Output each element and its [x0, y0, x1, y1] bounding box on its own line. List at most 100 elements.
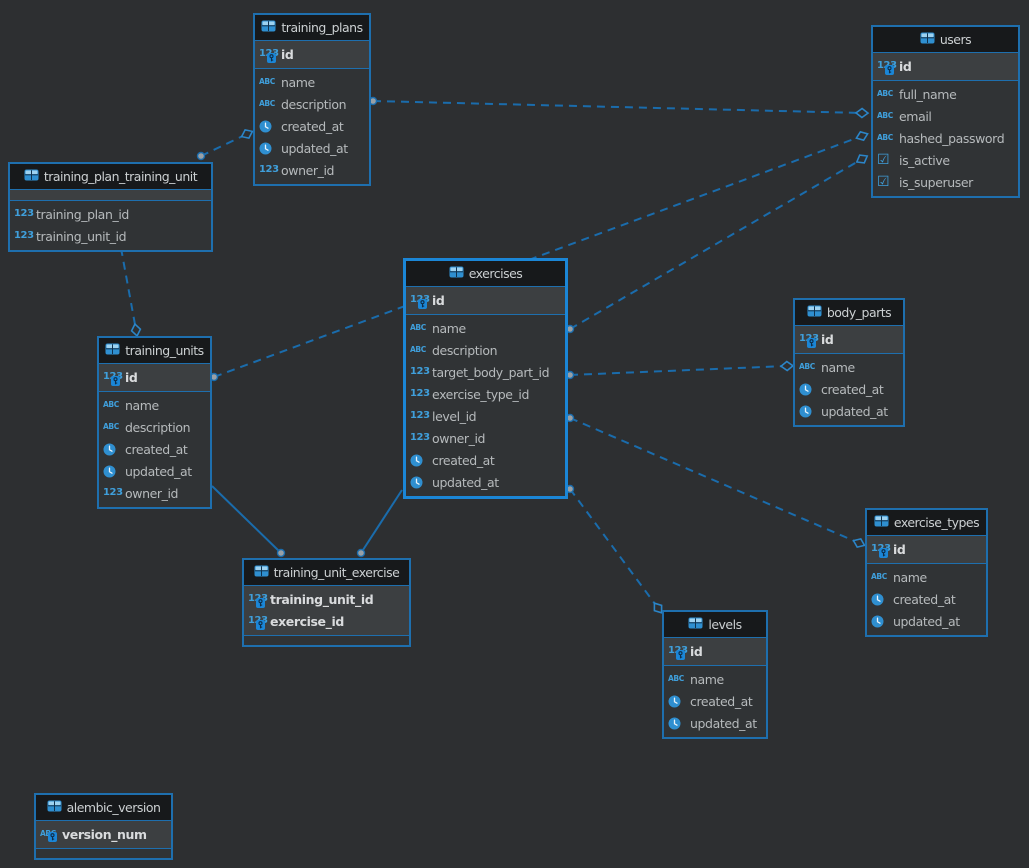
relation-training_plans-to-users[interactable]	[372, 100, 863, 114]
relation-exercises-to-exercise_types[interactable]	[569, 417, 860, 544]
column-id[interactable]: 123id	[867, 538, 986, 560]
column-created_at[interactable]: created_at	[867, 588, 986, 610]
table-training_unit_exercise[interactable]: training_unit_exercise123training_unit_i…	[242, 558, 411, 647]
primary-key-section: 123id	[664, 638, 766, 666]
table-header[interactable]: alembic_version	[36, 795, 171, 821]
column-name: is_active	[899, 152, 950, 168]
column-updated_at[interactable]: updated_at	[664, 712, 766, 734]
relation-training_plan_training_unit-to-training_plans[interactable]	[200, 133, 248, 157]
primary-key-section	[10, 190, 211, 201]
relation-exercises-to-levels[interactable]	[569, 488, 659, 609]
column-name: owner_id	[432, 430, 486, 446]
text-type-icon: ABC	[877, 89, 893, 99]
int-type-icon: 123	[103, 487, 123, 498]
column-name: training_unit_id	[36, 228, 127, 244]
column-updated_at[interactable]: updated_at	[795, 400, 903, 422]
column-updated_at[interactable]: updated_at	[406, 471, 565, 493]
table-header[interactable]: levels	[664, 612, 766, 638]
table-training_units[interactable]: training_units123idABCnameABCdescription…	[97, 336, 212, 509]
relation-exercises-to-users[interactable]	[569, 158, 863, 330]
table-header[interactable]: users	[873, 27, 1018, 53]
column-updated_at[interactable]: updated_at	[867, 610, 986, 632]
column-created_at[interactable]: created_at	[255, 115, 369, 137]
table-header[interactable]: training_unit_exercise	[244, 560, 409, 586]
table-header[interactable]: training_units	[99, 338, 210, 364]
text-type-icon: ABC	[877, 133, 893, 143]
primary-key-section: 123id	[795, 326, 903, 354]
column-id[interactable]: 123id	[664, 640, 766, 662]
relation-endpoint-circle	[196, 151, 206, 161]
column-name: exercise_type_id	[432, 386, 530, 402]
column-id[interactable]: 123id	[873, 55, 1018, 77]
table-users[interactable]: users123idABCfull_nameABCemailABChashed_…	[871, 25, 1020, 198]
table-header[interactable]: exercise_types	[867, 510, 986, 536]
column-version_num[interactable]: ABCversion_num	[36, 823, 171, 845]
column-name: name	[125, 397, 159, 413]
column-id[interactable]: 123id	[255, 43, 369, 65]
primary-key-section: 123id	[99, 364, 210, 392]
table-header[interactable]: training_plans	[255, 15, 369, 41]
relation-training_unit_exercise-to-training_units[interactable]	[211, 485, 282, 554]
table-exercise_types[interactable]: exercise_types123idABCnamecreated_atupda…	[865, 508, 988, 637]
column-is_superuser[interactable]: ☑is_superuser	[873, 171, 1018, 193]
column-id[interactable]: 123id	[406, 289, 565, 311]
table-body_parts[interactable]: body_parts123idABCnamecreated_atupdated_…	[793, 298, 905, 427]
column-name: name	[893, 569, 927, 585]
column-created_at[interactable]: created_at	[406, 449, 565, 471]
table-alembic_version[interactable]: alembic_versionABCversion_num	[34, 793, 173, 860]
table-training_plans[interactable]: training_plans123idABCnameABCdescription…	[253, 13, 371, 186]
int-type-icon: 123	[259, 49, 281, 63]
column-name: name	[821, 359, 855, 375]
column-created_at[interactable]: created_at	[99, 438, 210, 460]
column-is_active[interactable]: ☑is_active	[873, 149, 1018, 171]
relation-exercises-to-body_parts[interactable]	[569, 365, 788, 376]
relation-training_units-to-users[interactable]	[213, 135, 863, 378]
relation-training_unit_exercise-to-exercises[interactable]	[360, 489, 403, 554]
table-header[interactable]: exercises	[406, 261, 565, 287]
primary-key-icon	[418, 299, 427, 309]
datetime-type-icon	[799, 383, 821, 396]
column-updated_at[interactable]: updated_at	[255, 137, 369, 159]
table-header[interactable]: training_plan_training_unit	[10, 164, 211, 190]
column-created_at[interactable]: created_at	[664, 690, 766, 712]
table-title: alembic_version	[66, 800, 161, 815]
column-id[interactable]: 123id	[795, 328, 903, 350]
table-header[interactable]: body_parts	[795, 300, 903, 326]
relation-endpoint-diamond	[855, 154, 869, 164]
table-exercises[interactable]: exercises123idABCnameABCdescription123ta…	[403, 258, 568, 499]
column-updated_at[interactable]: updated_at	[99, 460, 210, 482]
column-name: updated_at	[125, 463, 192, 479]
column-created_at[interactable]: created_at	[795, 378, 903, 400]
relation-training_plan_training_unit-to-training_units[interactable]	[120, 247, 137, 331]
column-name: id	[893, 541, 906, 557]
column-id[interactable]: 123id	[99, 366, 210, 388]
